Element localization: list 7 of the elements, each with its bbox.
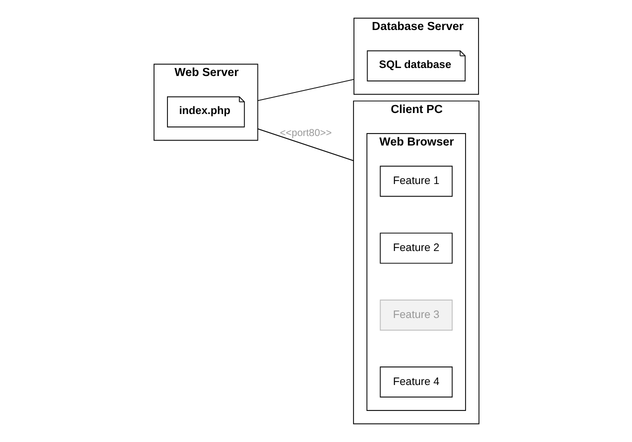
connector bbox=[256, 128, 354, 162]
edge-label: <<port80>> bbox=[279, 128, 332, 139]
node-box: Feature 3 bbox=[379, 300, 452, 331]
node-box: Feature 1 bbox=[379, 166, 452, 197]
connector bbox=[256, 78, 354, 102]
node-box: Feature 4 bbox=[379, 366, 452, 398]
node-box: Feature 2 bbox=[379, 232, 452, 264]
